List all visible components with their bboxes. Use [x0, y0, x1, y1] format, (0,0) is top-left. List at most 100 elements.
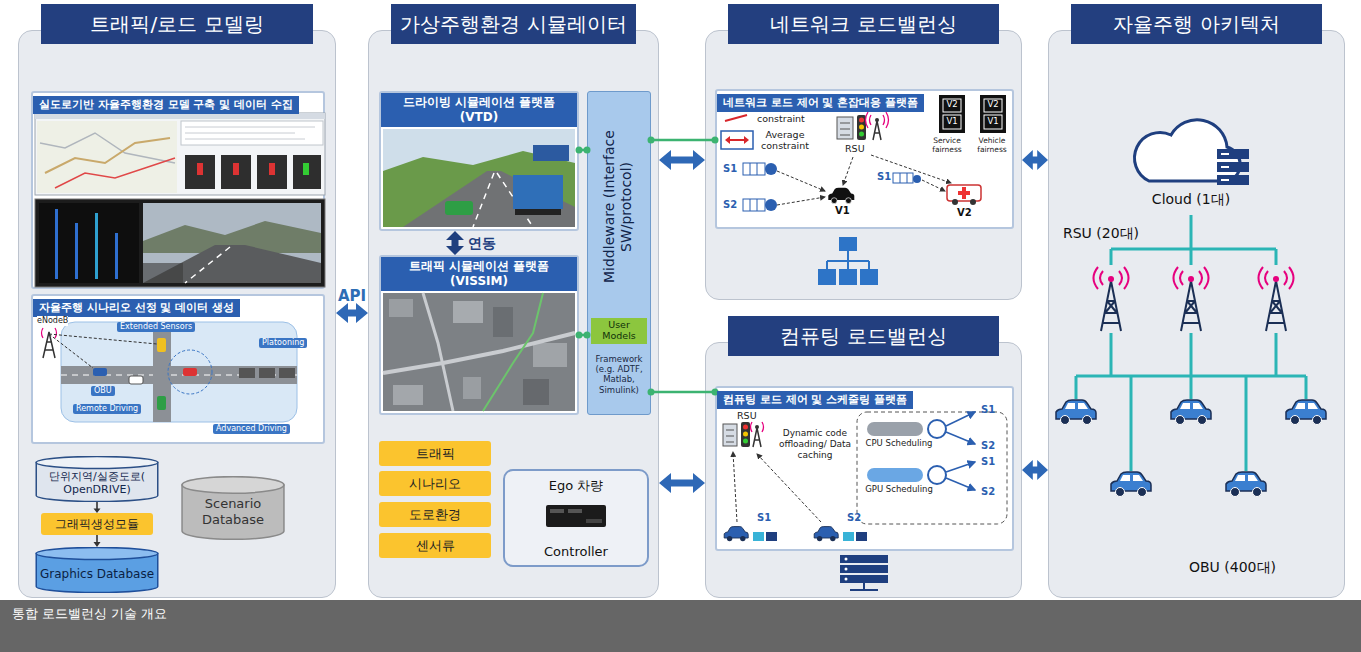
panel-header: 자율주행 아키텍처 [1071, 4, 1322, 44]
fairness-icon-label: V2 [943, 99, 961, 109]
box-label: 센서류 [416, 538, 455, 554]
fairness-icon-label: V2 [984, 99, 1002, 109]
antenna-label: eNodeB [37, 316, 68, 326]
panel: 자율주행 아키텍처 Cloud (1대)RSU (20대)OBU (400대) [1048, 30, 1345, 598]
constraint-label: Average constraint [757, 129, 813, 152]
database-cylinder: 단위지역/실증도로( OpenDRIVE) [35, 456, 159, 502]
input-box: 트래픽 [379, 441, 491, 466]
flow-arrow [446, 231, 464, 255]
panel: 가상주행환경 시뮬레이터드라이빙 시뮬레이션 플랫폼 (VTD) 트래픽 시뮬레… [368, 30, 659, 598]
database-cylinder: Graphics Database [35, 547, 159, 593]
user-models-tag: User Models [591, 318, 647, 344]
interface-link [576, 147, 591, 154]
network-icon [818, 237, 878, 289]
flow-arrow [94, 502, 101, 513]
service-label: S1 [877, 171, 891, 183]
scenario-tag: Platooning [259, 338, 307, 348]
flow-arrow [94, 535, 101, 547]
panel: 컴퓨팅 로드밸런싱컴퓨팅 로드 제어 및 스케줄링 플랫폼 RSUCPU Sch… [705, 342, 1022, 598]
panel-header: 네트워크 로드밸런싱 [728, 4, 999, 44]
service-label: S1 [981, 404, 995, 416]
vehicle-label: V1 [835, 205, 850, 217]
platform-box: 트래픽 시뮬레이션 플랫폼 (VISSIM) [379, 255, 579, 415]
controller-image [546, 501, 606, 531]
interface-link [648, 137, 719, 144]
edge-label: 연동 [468, 235, 496, 252]
architecture-tree [1049, 31, 1344, 597]
platform-box: 드라이빙 시뮬레이션 플랫폼 (VTD) [379, 91, 579, 231]
scheduler-label: GPU Scheduling [863, 484, 935, 494]
box-title: 네트워크 로드 제어 및 혼잡대응 플랫폼 [717, 94, 924, 112]
panel: 네트워크 로드밸런싱네트워크 로드 제어 및 혼잡대응 플랫폼 constrai… [705, 30, 1022, 300]
service-label: S1 [981, 456, 995, 468]
service-label: S2 [981, 486, 995, 498]
interface-link [648, 389, 719, 396]
platform-box: 네트워크 로드 제어 및 혼잡대응 플랫폼 constraintAverage … [715, 89, 1014, 229]
interface-link [576, 332, 591, 339]
scenario-illustration [33, 314, 327, 442]
panel-header: 가상주행환경 시뮬레이터 [391, 4, 636, 44]
panel: 트래픽/로드 모델링실도로기반 자율주행환경 모델 구축 및 데이터 수집 자율… [18, 30, 336, 598]
panel-header: 컴퓨팅 로드밸런싱 [728, 316, 999, 356]
fairness-icon-label: V1 [943, 116, 961, 126]
middleware-label: Middleware (Interface SW/protocol) [601, 102, 635, 312]
edge-label: API [338, 287, 366, 305]
ego-vehicle-box: Ego 차량 Controller [503, 469, 649, 567]
box-title: 실도로기반 자율주행환경 모델 구축 및 데이터 수집 [33, 96, 299, 114]
cylinder-label: 단위지역/실증도로( OpenDRIVE) [39, 470, 155, 496]
box-title: 자율주행 시나리오 선정 및 데이터 생성 [33, 299, 240, 317]
scenario-tag: OBU [91, 386, 115, 396]
traffic-sim-screenshot [383, 293, 575, 411]
cylinder-label: Scenario Database [185, 496, 281, 527]
framework-note: Framework (e.g. ADTF, Matlab, Simulink) [591, 354, 647, 395]
cloud-label: Cloud (1대) [1145, 191, 1237, 208]
box-title: 드라이빙 시뮬레이션 플랫폼 (VTD) [381, 93, 577, 127]
flow-arrow [1022, 150, 1048, 170]
cylinder-label: Graphics Database [40, 567, 154, 581]
scheduler-label: CPU Scheduling [863, 438, 935, 448]
input-box: 도로환경 [379, 502, 491, 527]
constraint-label: constraint [757, 113, 805, 124]
input-box: 시나리오 [379, 471, 491, 496]
scenario-tag: Remote Driving [73, 404, 141, 414]
flow-arrow [659, 150, 705, 170]
middleware-box: Middleware (Interface SW/protocol) User M… [587, 91, 651, 415]
box-title: 컴퓨팅 로드 제어 및 스케줄링 플랫폼 [717, 391, 913, 409]
scenario-tag: Extended Sensors [117, 322, 195, 332]
box-label: 트래픽 [416, 446, 455, 462]
service-label: S2 [723, 199, 737, 211]
computing-illustration [717, 388, 1012, 549]
input-box: 센서류 [379, 533, 491, 558]
input-box: 그래픽생성모듈 [41, 513, 153, 535]
driving-sim-screenshot [383, 129, 575, 227]
service-label: S1 [757, 512, 771, 524]
fairness-label: Service fairness [923, 136, 971, 154]
service-label: S1 [723, 163, 737, 175]
ego-label: Ego 차량 [505, 477, 647, 495]
service-label: S2 [847, 512, 861, 524]
screenshot-illustration [35, 113, 325, 287]
platform-box: 실도로기반 자율주행환경 모델 구축 및 데이터 수집 [31, 91, 325, 289]
rsu-label: RSU [737, 410, 757, 421]
offloading-label: Dynamic code offloading/ Data caching [777, 428, 853, 460]
box-label: 그래픽생성모듈 [55, 517, 139, 531]
service-label: S2 [981, 440, 995, 452]
obu-count-label: OBU (400대) [1189, 559, 1276, 576]
controller-label: Controller [505, 544, 647, 559]
box-label: 도로환경 [409, 507, 461, 523]
rsu-count-label: RSU (20대) [1063, 225, 1139, 242]
box-title: 트래픽 시뮬레이션 플랫폼 (VISSIM) [381, 257, 577, 291]
box-label: 시나리오 [409, 476, 461, 492]
database-cylinder: Scenario Database [181, 476, 285, 540]
caption-band: 통합 로드밸런싱 기술 개요 [0, 600, 1361, 652]
scenario-tag: Advanced Driving [213, 424, 290, 434]
fairness-icon-label: V1 [984, 116, 1002, 126]
fairness-label: Vehicle fairness [972, 136, 1012, 154]
flow-arrow [659, 473, 705, 493]
platform-box: 컴퓨팅 로드 제어 및 스케줄링 플랫폼 RSUCPU SchedulingS1… [715, 386, 1014, 551]
flow-arrow [336, 303, 368, 323]
rsu-label: RSU [845, 143, 865, 154]
flow-arrow [1022, 460, 1048, 480]
platform-box: 자율주행 시나리오 선정 및 데이터 생성 eNodeB Extended Sen… [31, 294, 325, 444]
